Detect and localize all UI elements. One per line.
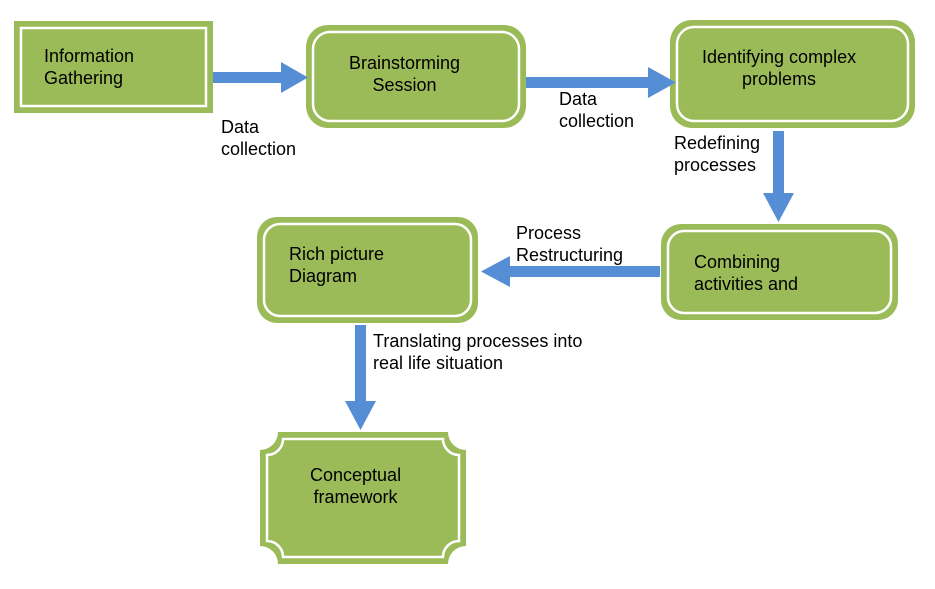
label-line: Rich picture bbox=[289, 244, 385, 264]
node-brainstorming-session bbox=[306, 25, 526, 128]
node-information-gathering bbox=[14, 21, 213, 113]
label-line: Data bbox=[559, 89, 598, 109]
label-line: Conceptual bbox=[310, 465, 402, 485]
arrow-shaft bbox=[773, 131, 784, 195]
node-inner-border bbox=[666, 229, 893, 315]
node-label-identifying-complex-problems: Identifying complex problems bbox=[702, 46, 856, 90]
node-shape bbox=[14, 21, 213, 113]
node-combining-activities bbox=[661, 224, 898, 320]
label-line: Identifying complex bbox=[702, 47, 857, 67]
node-inner-border bbox=[265, 437, 461, 559]
label-line: Session bbox=[372, 75, 437, 95]
arrow-rich-picture-to-conceptual bbox=[345, 325, 376, 430]
edge-label-translating-processes: Translating processes into real life sit… bbox=[373, 330, 582, 374]
label-line: Information bbox=[44, 46, 135, 66]
arrow-head bbox=[763, 193, 794, 222]
label-line: Translating processes into bbox=[373, 331, 583, 351]
label-line: Data bbox=[221, 117, 260, 137]
node-shape bbox=[306, 25, 526, 128]
label-line: Combining bbox=[694, 252, 781, 272]
node-label-brainstorming-session: Brainstorming Session bbox=[349, 52, 460, 96]
edge-label-data-collection-1: Data collection bbox=[221, 116, 296, 160]
edge-label-process-restructuring: Process Restructuring bbox=[516, 222, 623, 266]
arrow-identify-to-combining bbox=[763, 131, 794, 222]
arrow-head bbox=[345, 401, 376, 430]
label-line: Brainstorming bbox=[349, 53, 461, 73]
node-label-combining-activities: Combining activities and bbox=[694, 251, 798, 295]
node-rich-picture-diagram bbox=[257, 217, 478, 323]
label-line: framework bbox=[313, 487, 398, 507]
arrow-head bbox=[481, 256, 510, 287]
label-line: collection bbox=[221, 139, 297, 159]
label-line: processes bbox=[674, 155, 757, 175]
node-inner-border bbox=[262, 222, 473, 318]
arrow-shaft bbox=[355, 325, 366, 403]
arrow-brainstorm-to-identify bbox=[526, 67, 676, 98]
node-shape bbox=[670, 20, 915, 128]
node-conceptual-framework bbox=[260, 432, 466, 564]
label-line: collection bbox=[559, 111, 635, 131]
node-label-conceptual-framework: Conceptual framework bbox=[310, 464, 401, 508]
label-line: real life situation bbox=[373, 353, 504, 373]
node-inner-border bbox=[19, 26, 208, 108]
arrow-head bbox=[281, 62, 308, 93]
arrow-shaft bbox=[526, 77, 650, 88]
arrow-shaft bbox=[213, 72, 283, 83]
node-shape bbox=[661, 224, 898, 320]
arrow-combining-to-rich-picture bbox=[481, 256, 660, 287]
label-line: Process bbox=[516, 223, 582, 243]
node-shape bbox=[257, 217, 478, 323]
node-shape bbox=[260, 432, 466, 564]
label-line: problems bbox=[742, 69, 817, 89]
arrow-head bbox=[648, 67, 676, 98]
edge-label-data-collection-2: Data collection bbox=[559, 88, 634, 132]
node-label-rich-picture-diagram: Rich picture Diagram bbox=[289, 243, 384, 287]
label-line: Redefining bbox=[674, 133, 761, 153]
label-line: activities and bbox=[694, 274, 799, 294]
label-line: Restructuring bbox=[516, 245, 624, 265]
arrow-shaft bbox=[508, 266, 660, 277]
label-line: Diagram bbox=[289, 266, 358, 286]
node-identifying-complex-problems bbox=[670, 20, 915, 128]
node-inner-border bbox=[311, 30, 521, 123]
node-label-information-gathering: Information Gathering bbox=[44, 45, 134, 89]
label-line: Gathering bbox=[44, 68, 124, 88]
arrow-info-to-brainstorm bbox=[213, 62, 308, 93]
edge-label-redefining-processes: Redefining processes bbox=[674, 132, 760, 176]
node-inner-border bbox=[675, 25, 910, 123]
